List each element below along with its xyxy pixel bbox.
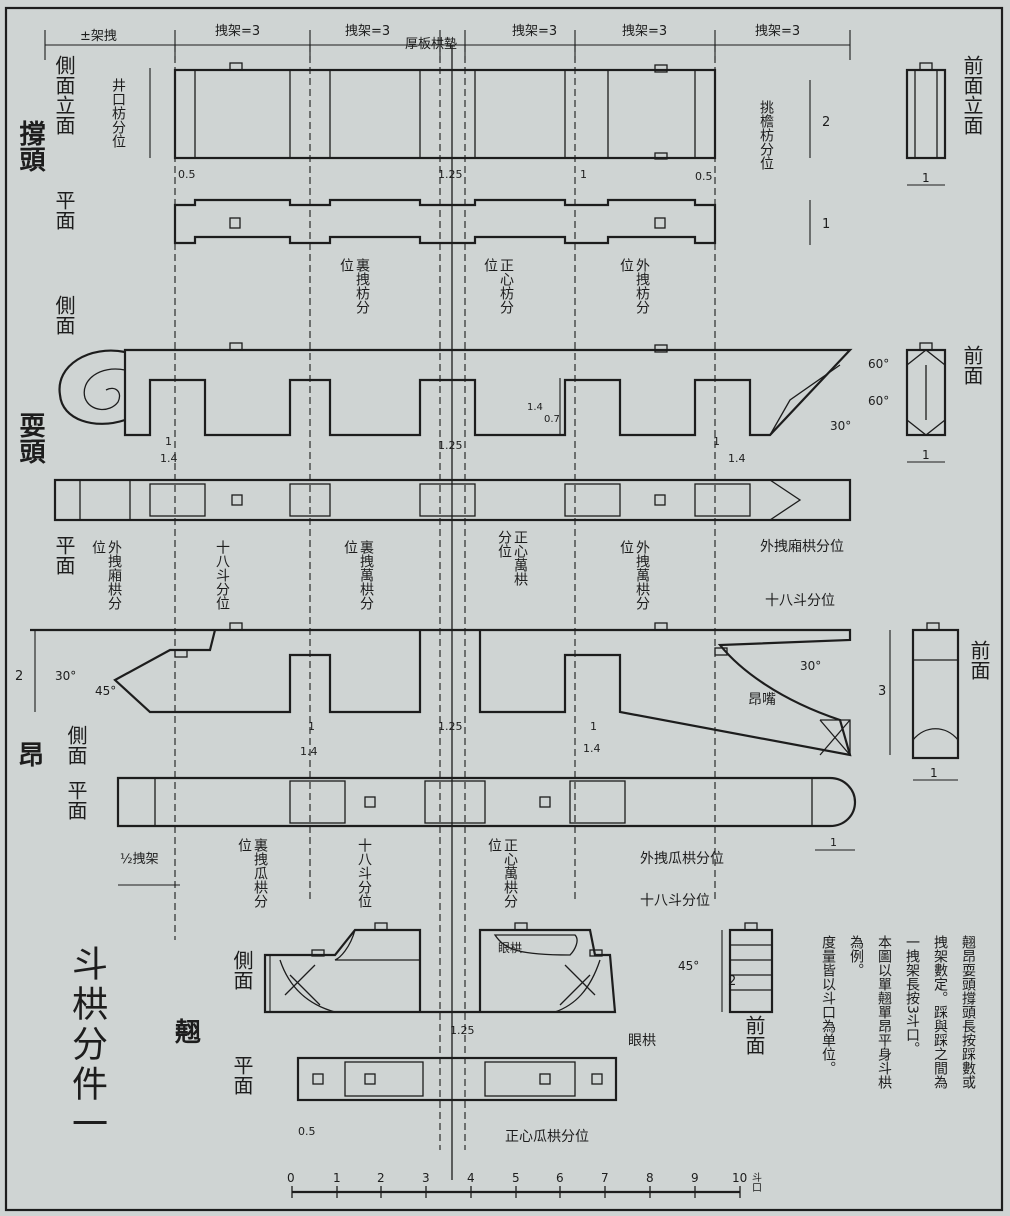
dim-1-shua-l: 1: [165, 435, 172, 448]
dim-zhuai-2: 拽架=3: [345, 24, 390, 39]
dim-1-front-chengtou: 1: [922, 171, 930, 185]
scale-6: 6: [556, 1171, 564, 1185]
dim-1-ang-l: 1: [308, 720, 315, 733]
dim-zhuai-3: 拽架=3: [512, 24, 557, 39]
dim-2-ang: 2: [15, 669, 23, 684]
dim-14-side: 1.4: [527, 402, 543, 413]
dim-14-ang-r: 1.4: [583, 742, 601, 755]
angle-45-qiao: 45°: [678, 959, 699, 973]
dim-1-chengtou-plan: 1: [822, 217, 830, 232]
scale-8: 8: [646, 1171, 654, 1185]
qiao-front: [728, 922, 774, 1014]
dim-1-front-ang: 1: [930, 766, 938, 780]
dim-14-ang-l: 1.4: [300, 745, 318, 758]
scale-4: 4: [467, 1171, 475, 1185]
dim-zhuai-5: 拽架=3: [755, 24, 800, 39]
scale-bar: 0 1 2 3 4 5 6 7 8 9 10 斗口: [287, 1171, 762, 1198]
chengtou-front: 1: [905, 62, 947, 186]
dim-14-shua-r: 1.4: [728, 452, 746, 465]
dim-125-shua: 1.25: [438, 439, 463, 452]
scale-3: 3: [422, 1171, 430, 1185]
shuatou-side: 1.4 0.7 60° 60° 30° 1 1.4 1.25 1 1.4: [58, 342, 889, 465]
scale-1: 1: [333, 1171, 341, 1185]
ang-side: 2 30° 45° 30° 3 1 1.4 1.25 1 1.4: [15, 622, 891, 758]
scale-10: 10: [732, 1171, 747, 1185]
dim-14-shua-l: 1.4: [160, 452, 178, 465]
angle-30-ang-r: 30°: [800, 659, 821, 673]
dim-half-zhuai: ±架拽: [80, 29, 117, 44]
angle-30-a: 30°: [830, 419, 851, 433]
dim-125-chengtou: 1.25: [438, 168, 463, 181]
scale-unit: 斗口: [750, 1172, 762, 1192]
label-yan-qi-side: 眼栱: [498, 941, 522, 955]
angle-45-ang-l: 45°: [95, 684, 116, 698]
dim-pad-board: 厚板栱墊: [405, 37, 457, 52]
dim-07-side: 0.7: [544, 414, 560, 425]
angle-30-ang-l: 30°: [55, 669, 76, 683]
scale-9: 9: [691, 1171, 699, 1185]
axis-lines: [174, 45, 716, 1180]
dim-zhuai-4: 拽架=3: [622, 24, 667, 39]
chengtou-dims: 0.5 1.25 1 0.5 2 1: [149, 68, 830, 245]
dim-1-ang-plan: 1: [830, 836, 837, 849]
dim-1-shua-r: 1: [713, 435, 720, 448]
ang-plan: 1: [116, 776, 857, 886]
dim-1-ang-r: 1: [590, 720, 597, 733]
qiao-plan: 0.5: [296, 1056, 618, 1138]
shuatou-plan: [53, 478, 852, 522]
sheet-border: [4, 6, 1004, 1212]
dim-1-front-shua: 1: [922, 448, 930, 462]
shuatou-front: 1: [905, 342, 947, 463]
dim-2-chengtou: 2: [822, 115, 830, 130]
dim-05-left: 0.5: [178, 168, 196, 181]
scale-5: 5: [512, 1171, 520, 1185]
angle-60-b: 60°: [868, 394, 889, 408]
top-dimension: ±架拽 拽架=3 拽架=3 厚板栱墊 拽架=3 拽架=3 拽架=3: [44, 24, 851, 60]
scale-7: 7: [601, 1171, 609, 1185]
ang-front: 1: [911, 622, 960, 781]
angle-60-a: 60°: [868, 357, 889, 371]
chengtou-plan: [173, 198, 717, 245]
chengtou-side-elevation: [173, 62, 717, 160]
dim-1-chengtou: 1: [580, 168, 587, 181]
dim-05-qiao: 0.5: [298, 1125, 316, 1138]
scale-0: 0: [287, 1171, 295, 1185]
dim-125-qiao: 1.25: [450, 1024, 475, 1037]
qiao-side: 2 45° 1.25 眼栱: [263, 922, 736, 1037]
dim-zhuai-1: 拽架=3: [215, 24, 260, 39]
dim-125-ang: 1.25: [438, 720, 463, 733]
dim-05-right: 0.5: [695, 170, 713, 183]
dim-2-qiao: 2: [728, 974, 736, 989]
scale-2: 2: [377, 1171, 385, 1185]
dim-3-ang: 3: [878, 684, 886, 699]
